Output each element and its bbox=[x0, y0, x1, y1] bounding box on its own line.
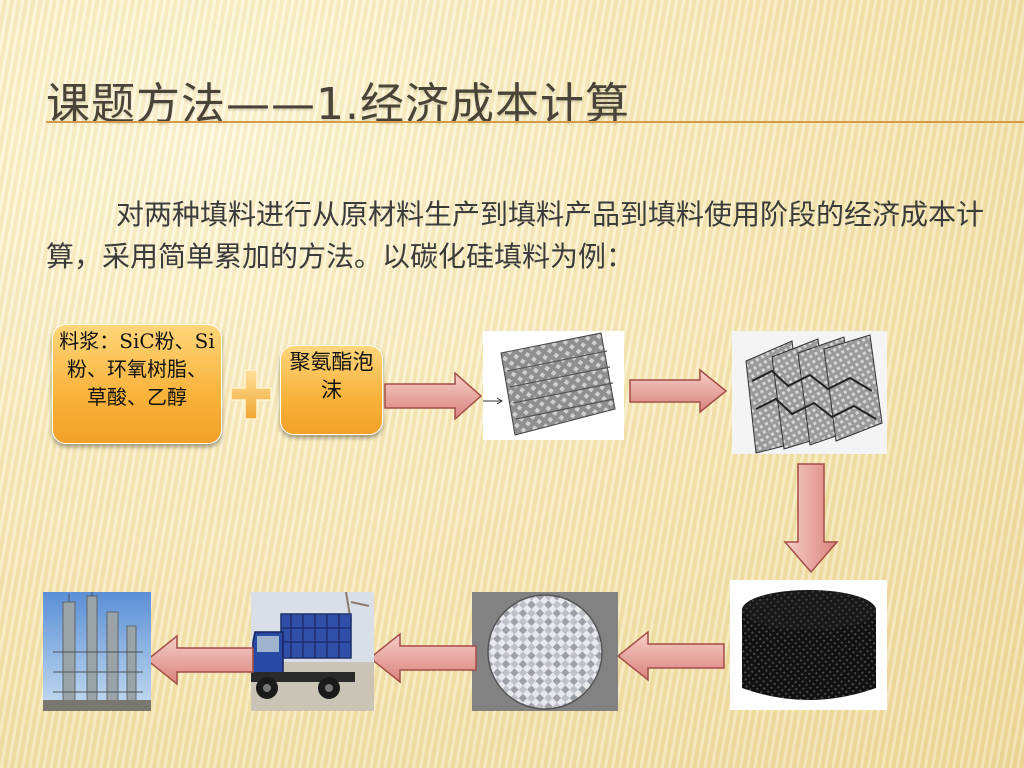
arrow-right-icon bbox=[384, 371, 483, 421]
plus-icon bbox=[230, 369, 272, 420]
truck-transport-image bbox=[251, 592, 374, 711]
slide-body-text: 对两种填料进行从原材料生产到填料产品到填料使用阶段的经济成本计算，采用简单累加的… bbox=[46, 198, 985, 273]
foam-template-image bbox=[483, 331, 624, 440]
arrow-down-icon bbox=[783, 463, 839, 574]
arrow-right-icon bbox=[629, 368, 728, 414]
sic-block-image bbox=[730, 580, 887, 710]
chemical-plant-image bbox=[43, 592, 151, 711]
arrow-left-icon bbox=[368, 632, 477, 684]
impregnated-foam-image bbox=[732, 331, 887, 454]
packing-product-image bbox=[472, 592, 618, 711]
arrow-left-icon bbox=[145, 634, 254, 686]
arrow-left-icon bbox=[616, 630, 725, 682]
polyurethane-foam-box: 聚氨酯泡沫 bbox=[280, 345, 383, 435]
raw-materials-box: 料浆：SiC粉、Si粉、环氧树脂、草酸、乙醇 bbox=[52, 324, 222, 444]
title-divider bbox=[46, 121, 1024, 123]
